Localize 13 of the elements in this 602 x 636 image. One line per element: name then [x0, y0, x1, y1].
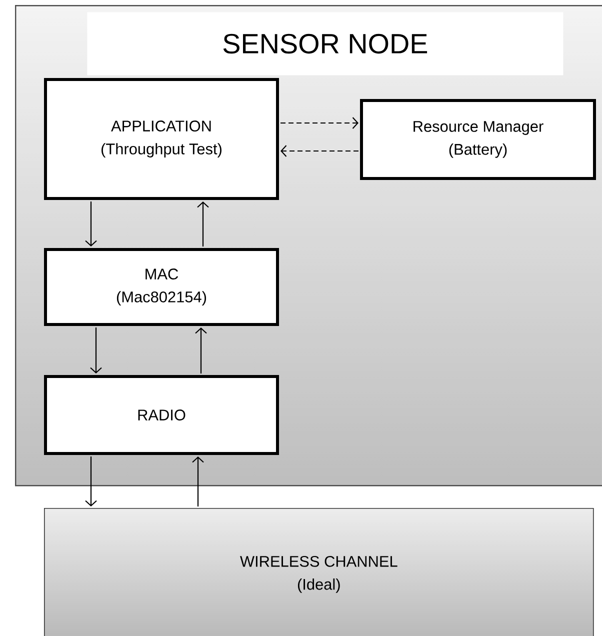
dashed-arrow: [280, 117, 358, 129]
arrow: [85, 202, 97, 246]
arrow: [90, 328, 102, 374]
process-box: RADIO: [44, 375, 279, 455]
process-box: APPLICATION (Throughput Test): [44, 78, 279, 200]
arrow: [195, 328, 207, 374]
dashed-arrow: [280, 145, 358, 157]
arrow: [192, 456, 204, 506]
process-box: MAC (Mac802154): [44, 248, 279, 326]
channel-box: WIRELESS CHANNEL (Ideal): [44, 508, 594, 636]
process-box: Resource Manager (Battery): [360, 99, 596, 180]
arrow: [197, 202, 209, 246]
arrow: [85, 456, 97, 506]
